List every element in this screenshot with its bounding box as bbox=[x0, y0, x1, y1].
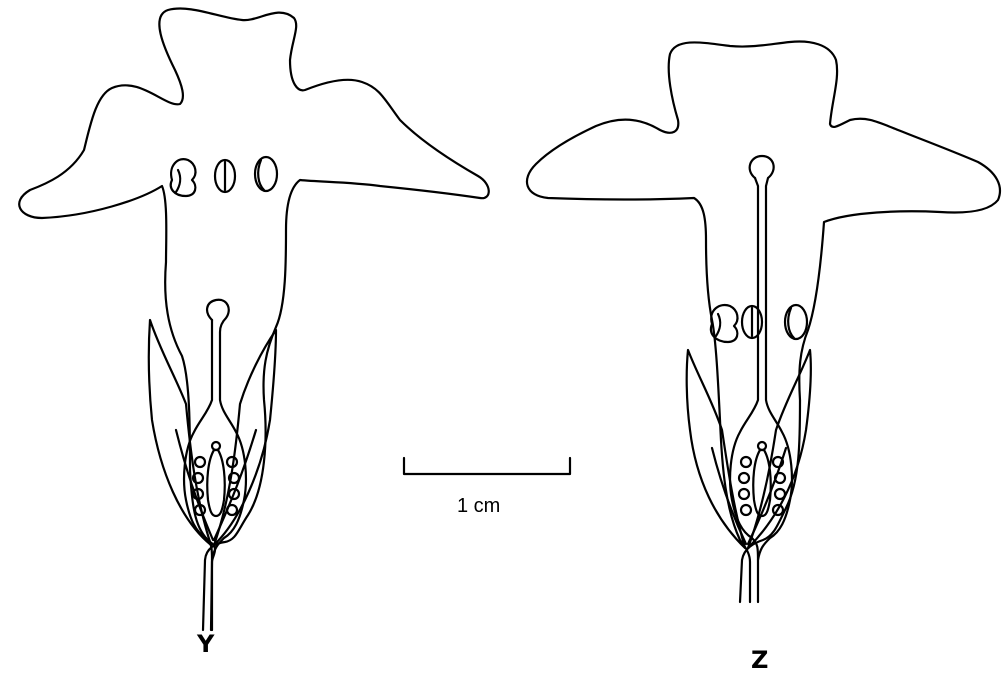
scale-bar-line bbox=[404, 458, 570, 474]
flower-z-label: Z bbox=[751, 646, 768, 674]
scale-bar-label: 1 cm bbox=[457, 495, 500, 517]
flower-y-stamens bbox=[171, 157, 277, 196]
flower-y: Y bbox=[19, 9, 489, 658]
flower-y-label: Y bbox=[196, 630, 215, 658]
flower-y-sepal-right bbox=[214, 330, 276, 545]
flower-z: Z bbox=[527, 42, 1000, 674]
flower-y-ovules bbox=[193, 442, 239, 515]
scale-bar: 1 cm bbox=[404, 458, 570, 517]
flower-y-corolla bbox=[19, 9, 489, 630]
flower-z-corolla bbox=[527, 42, 1000, 602]
